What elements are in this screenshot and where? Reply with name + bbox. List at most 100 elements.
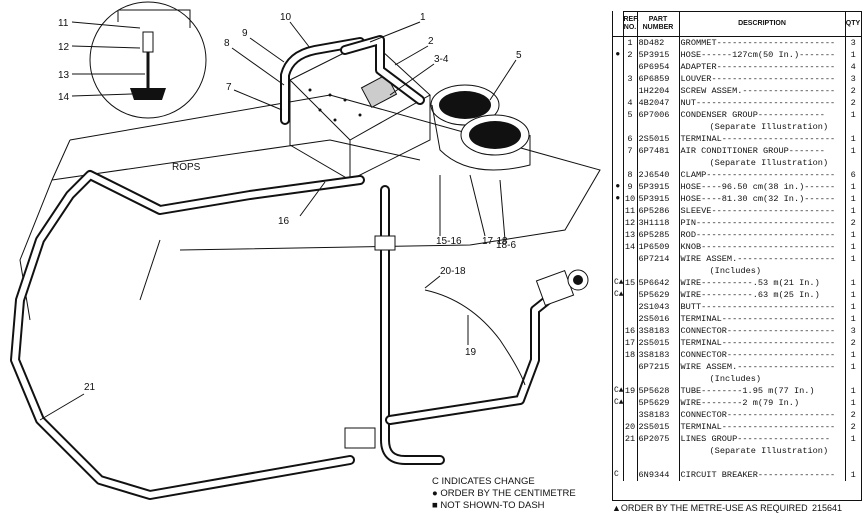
cell-qty: 2 xyxy=(844,409,861,421)
cell-desc: BUTT-------------------------- xyxy=(678,301,845,313)
callout-13: 13 xyxy=(58,70,70,81)
footer-order-note: ▲ORDER BY THE METRE-USE AS REQUIRED xyxy=(612,503,808,513)
cell-no: 15 xyxy=(622,277,637,289)
cell-qty: 1 xyxy=(844,109,861,121)
cell-part xyxy=(636,457,679,469)
cell-mark xyxy=(613,325,623,337)
cell-qty xyxy=(844,457,861,469)
cell-no xyxy=(622,373,637,385)
cell-qty: 3 xyxy=(844,325,861,337)
cell-desc: (Separate Illustration) xyxy=(678,157,845,169)
cell-desc: GROMMET----------------------- xyxy=(678,36,845,49)
cell-part: 5P3915 xyxy=(636,49,679,61)
cell-no xyxy=(622,85,637,97)
cell-mark xyxy=(613,73,623,85)
callout-20-18: 20-18 xyxy=(440,266,466,277)
cell-qty: 1 xyxy=(844,193,861,205)
callout-9: 9 xyxy=(242,28,248,39)
cell-no: 21 xyxy=(622,433,637,445)
cell-qty: 1 xyxy=(844,313,861,325)
cell-no xyxy=(622,397,637,409)
cell-no xyxy=(622,445,637,457)
table-row: (Includes) xyxy=(613,265,861,277)
cell-no: 8 xyxy=(622,169,637,181)
cell-desc: TERMINAL---------------------- xyxy=(678,133,845,145)
cell-part: 5P3915 xyxy=(636,193,679,205)
cell-mark xyxy=(613,337,623,349)
cell-mark xyxy=(613,205,623,217)
cell-no xyxy=(622,313,637,325)
cell-part: 6P5285 xyxy=(636,229,679,241)
cell-mark xyxy=(613,373,623,385)
cell-desc: CLAMP------------------------- xyxy=(678,169,845,181)
cell-qty: 1 xyxy=(844,181,861,193)
cell-desc: (Separate Illustration) xyxy=(678,121,845,133)
cell-desc: PIN--------------------------- xyxy=(678,217,845,229)
cell-no xyxy=(622,301,637,313)
callout-21: 21 xyxy=(84,382,96,393)
cell-part: 3S8183 xyxy=(636,409,679,421)
cell-qty xyxy=(844,121,861,133)
cell-qty: 2 xyxy=(844,421,861,433)
cell-part: 6N9344 xyxy=(636,469,679,481)
callout-7: 7 xyxy=(226,82,232,93)
circuit-breaker-assembly xyxy=(535,269,589,306)
cell-part: 2S5015 xyxy=(636,421,679,433)
cell-qty: 1 xyxy=(844,361,861,373)
callouts: 11 12 13 14 10 9 8 7 1 2 3-4 5 16 15-16 … xyxy=(39,12,522,421)
cell-mark xyxy=(613,61,623,73)
cell-part: 5P5629 xyxy=(636,289,679,301)
figure-number: 215641 xyxy=(812,503,843,513)
cell-qty: 1 xyxy=(844,253,861,265)
legend-centimetre: ● ORDER BY THE CENTIMETRE xyxy=(432,488,576,499)
cell-no xyxy=(622,61,637,73)
cell-no: 13 xyxy=(622,229,637,241)
cell-mark xyxy=(613,133,623,145)
table-row: (Separate Illustration) xyxy=(613,445,861,457)
cell-no: 18 xyxy=(622,349,637,361)
cell-mark xyxy=(613,349,623,361)
cell-part xyxy=(636,373,679,385)
cell-no xyxy=(622,469,637,481)
cell-desc: CIRCUIT BREAKER--------------- xyxy=(678,469,845,481)
cell-no: 11 xyxy=(622,205,637,217)
cell-desc: WIRE----------.53 m(21 In.) xyxy=(678,277,845,289)
cell-part: 2S1043 xyxy=(636,301,679,313)
cell-mark xyxy=(613,169,623,181)
cell-mark: ● xyxy=(615,182,621,191)
cell-no xyxy=(622,457,637,469)
cell-no xyxy=(622,121,637,133)
callout-5: 5 xyxy=(516,50,522,61)
callout-3-4: 3-4 xyxy=(434,54,449,65)
cell-part xyxy=(636,265,679,277)
table-row: (Separate Illustration) xyxy=(613,157,861,169)
cell-no xyxy=(622,361,637,373)
cell-desc: LINES GROUP------------------ xyxy=(678,433,845,445)
cell-desc: LOUVER------------------------ xyxy=(678,73,845,85)
cell-no xyxy=(622,265,637,277)
table-row: 3S8183 CONNECTOR---------------------2 xyxy=(613,409,861,421)
cell-part: 2S5015 xyxy=(636,133,679,145)
cell-no: 2 xyxy=(622,49,637,61)
cell-part: 5P5629 xyxy=(636,397,679,409)
callout-1: 1 xyxy=(420,12,426,23)
cell-qty: 3 xyxy=(844,73,861,85)
cell-mark xyxy=(613,85,623,97)
cell-desc: WIRE--------2 m(79 In.) xyxy=(678,397,845,409)
callout-16: 17-18 xyxy=(482,236,508,247)
ac-unit-bolts xyxy=(308,88,362,122)
cell-qty xyxy=(844,157,861,169)
